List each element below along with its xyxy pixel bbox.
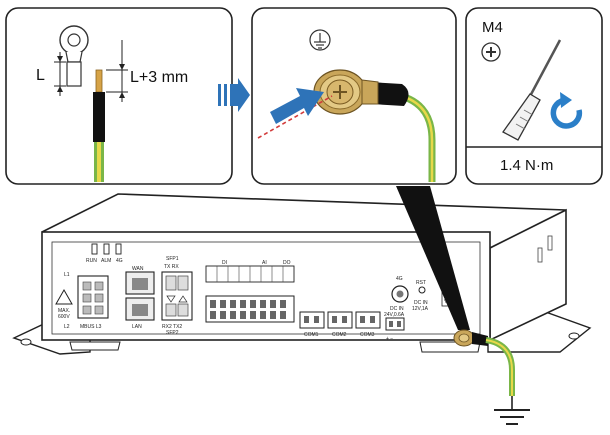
heat-shrink-tube xyxy=(370,82,409,106)
ot-terminal xyxy=(59,25,89,87)
ground-cable-stripped xyxy=(93,69,105,182)
high-voltage-warning-icon: MAX. 600V xyxy=(55,288,73,320)
dc-in-2-rating: 12V,1A xyxy=(412,306,429,312)
lan-label: LAN xyxy=(132,324,142,330)
screwdriver-icon xyxy=(502,39,562,141)
ethernet-ports: WAN LAN xyxy=(125,266,155,330)
panel-frame xyxy=(5,7,233,185)
rst-label: RST xyxy=(416,280,426,286)
ot-terminal-screwed xyxy=(313,69,379,115)
ground-screw xyxy=(453,329,488,347)
label-l-plus-3mm: L+3 mm xyxy=(130,69,188,86)
power-section: RST DC IN 12V,1A DC IN 24V,0.6A + − xyxy=(384,280,429,342)
screw-axis-line xyxy=(257,95,333,139)
com3-label: COM3 xyxy=(360,332,375,338)
do-label: DO xyxy=(283,260,291,266)
dc-in-1-label: DC IN xyxy=(390,306,404,312)
push-arrow xyxy=(270,88,324,124)
step-arrow xyxy=(218,78,250,112)
dc-in-2-label: DC IN xyxy=(414,300,428,306)
antenna-label: 4G xyxy=(396,276,403,282)
protective-earth-icon xyxy=(309,29,331,51)
led-run-label: RUN xyxy=(86,258,97,264)
smartlogger-device: RUN ALM 4G L1 L2 MBUS L3 MAX. 600V WAN xyxy=(12,193,592,355)
ai-label: AI xyxy=(262,260,267,266)
earth-ground-icon xyxy=(494,396,530,425)
dimension-l-plus-3mm: L+3 mm xyxy=(106,40,188,102)
wan-label: WAN xyxy=(132,266,144,272)
io-terminal-block: DI AI DO xyxy=(205,260,295,323)
sfp2-rx-tx-label: RX2 TX2 xyxy=(162,324,182,330)
sfp-rx-tx-label: TX RX xyxy=(164,264,179,270)
sfp1-label: SFP1 xyxy=(166,256,179,262)
mbus-l2-label: L2 xyxy=(64,324,70,330)
dc-in-1-rating: 24V,0.6A xyxy=(384,312,405,318)
clockwise-rotation-icon xyxy=(550,92,583,129)
com2-label: COM2 xyxy=(332,332,347,338)
com1-label: COM1 xyxy=(304,332,319,338)
di-label: DI xyxy=(222,260,227,266)
panel-terminal-install xyxy=(251,7,457,185)
max-voltage-value: 600V xyxy=(58,314,70,320)
panel-cable-preparation: L L+3 mm xyxy=(5,7,233,185)
max-voltage-label: MAX. xyxy=(58,308,70,314)
polarity-label: + − xyxy=(386,336,393,342)
led-alm-label: ALM xyxy=(101,258,111,264)
led-indicators: RUN ALM 4G xyxy=(86,243,123,264)
mbus-connector: L1 L2 MBUS L3 xyxy=(64,272,109,330)
dimension-l: L xyxy=(36,52,66,96)
mbus-l3-label: MBUS L3 xyxy=(80,324,102,330)
mbus-l1-label: L1 xyxy=(64,272,70,278)
com-ports: COM1 COM2 COM3 xyxy=(299,311,381,338)
sfp-ports: SFP1 TX RX RX2 TX2 SFP2 xyxy=(161,256,193,336)
phillips-head-icon xyxy=(481,42,501,62)
screw-size-label: M4 xyxy=(482,19,503,36)
led-4g-label: 4G xyxy=(116,258,123,264)
detail-callout-wedge xyxy=(396,186,470,330)
label-l: L xyxy=(36,67,45,84)
sfp2-label: SFP2 xyxy=(166,330,179,336)
antenna-port: 4G xyxy=(391,276,409,303)
torque-value: 1.4 N·m xyxy=(500,157,553,174)
panel-tool-torque: M4 1.4 N·m xyxy=(465,7,603,185)
